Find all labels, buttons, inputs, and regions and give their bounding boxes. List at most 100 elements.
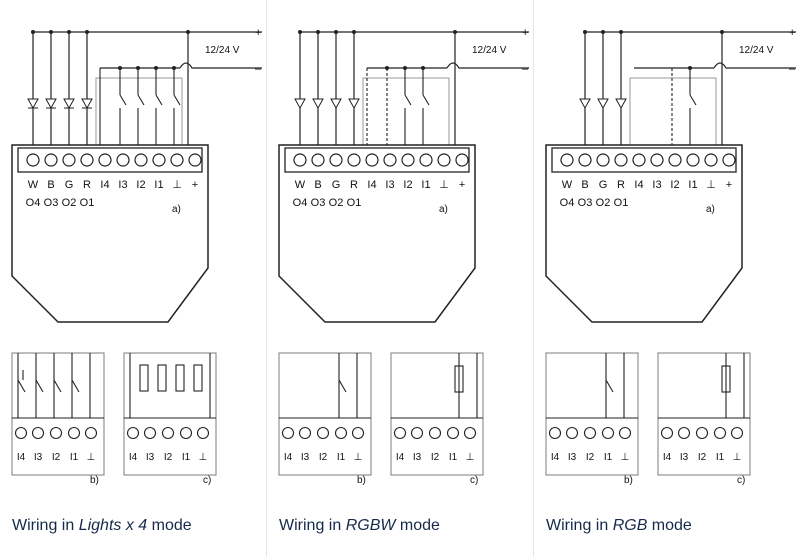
terminal-label-b: B — [47, 179, 54, 191]
small-label-i1: I1 — [449, 452, 458, 463]
minus-rail-label: – — [255, 63, 262, 75]
small-label-i3: I3 — [568, 452, 577, 463]
small-label-i3: I3 — [413, 452, 422, 463]
caption-prefix: Wiring in — [279, 517, 346, 534]
output-label-o3: O3 — [44, 197, 59, 209]
terminal-label-plus: + — [459, 179, 465, 191]
minus-rail-label: – — [522, 63, 529, 75]
small-label-ground: ⊥ — [87, 452, 96, 463]
caption-rgbw: Wiring in RGBW mode — [279, 517, 440, 535]
small-label-i4: I4 — [284, 452, 293, 463]
caption-suffix: mode — [147, 517, 192, 534]
small-label-i3: I3 — [34, 452, 43, 463]
terminal-label-i2: I2 — [670, 179, 679, 191]
output-label-o2: O2 — [596, 197, 611, 209]
module-body — [11, 144, 209, 323]
terminal-label-w: W — [28, 179, 39, 191]
voltage-label: 12/24 V — [472, 45, 507, 56]
caption-prefix: Wiring in — [12, 517, 79, 534]
small-label-i2: I2 — [52, 452, 61, 463]
terminal-label-g: G — [332, 179, 341, 191]
small-label-i3: I3 — [680, 452, 689, 463]
terminal-label-i4: I4 — [100, 179, 109, 191]
small-label-i4: I4 — [17, 452, 26, 463]
small-label-i4: I4 — [129, 452, 138, 463]
small-label-i2: I2 — [164, 452, 173, 463]
small-label-i3: I3 — [301, 452, 310, 463]
terminal-label-i4: I4 — [367, 179, 376, 191]
terminal-label-ground: ⊥ — [706, 179, 716, 191]
terminal-label-ground: ⊥ — [172, 179, 182, 191]
small-label-i4: I4 — [396, 452, 405, 463]
minus-rail-label: – — [789, 63, 796, 75]
output-label-o1: O1 — [347, 197, 362, 209]
small-label-i3: I3 — [146, 452, 155, 463]
small-label-i2: I2 — [586, 452, 595, 463]
label-a: a) — [172, 204, 181, 215]
module-body — [278, 144, 476, 323]
small-label-ground: ⊥ — [466, 452, 475, 463]
small-label-i2: I2 — [698, 452, 707, 463]
small-label-ground: ⊥ — [621, 452, 630, 463]
small-label-i1: I1 — [604, 452, 613, 463]
caption-mode: RGB — [612, 517, 648, 534]
plus-rail-label: + — [522, 27, 528, 39]
terminal-label-i1: I1 — [421, 179, 430, 191]
voltage-label: 12/24 V — [205, 45, 240, 56]
small-label-i1: I1 — [182, 452, 191, 463]
output-label-o3: O3 — [578, 197, 593, 209]
panel-separator — [533, 0, 534, 557]
label-c: c) — [470, 475, 478, 486]
caption-lights-x4: Wiring in Lights x 4 mode — [12, 517, 192, 535]
output-label-o2: O2 — [329, 197, 344, 209]
small-label-i2: I2 — [319, 452, 328, 463]
terminal-label-i3: I3 — [118, 179, 127, 191]
caption-suffix: mode — [647, 517, 692, 534]
module-body — [545, 144, 743, 323]
output-label-o1: O1 — [614, 197, 629, 209]
label-a: a) — [439, 204, 448, 215]
terminal-label-w: W — [562, 179, 573, 191]
terminal-label-b: B — [314, 179, 321, 191]
panel-rgbw: W B G R I4 I3 I2 I1 ⊥ + O4 O3 O2 O1 a) +… — [267, 0, 533, 557]
output-label-o1: O1 — [80, 197, 95, 209]
small-label-ground: ⊥ — [354, 452, 363, 463]
output-label-o4: O4 — [293, 197, 308, 209]
terminal-label-i1: I1 — [154, 179, 163, 191]
output-label-o4: O4 — [560, 197, 575, 209]
wiring-diagram-rgbw: W B G R I4 I3 I2 I1 ⊥ + O4 O3 O2 O1 a) +… — [278, 27, 529, 486]
label-c: c) — [203, 475, 211, 486]
output-label-o2: O2 — [62, 197, 77, 209]
plus-rail-label: + — [789, 27, 795, 39]
terminal-label-plus: + — [726, 179, 732, 191]
label-b: b) — [90, 475, 99, 486]
wiring-diagram-rgb: W B G R I4 I3 I2 I1 ⊥ + O4 O3 O2 O1 a) +… — [545, 27, 796, 486]
caption-mode: Lights x 4 — [78, 517, 148, 534]
small-label-i4: I4 — [551, 452, 560, 463]
terminal-label-r: R — [83, 179, 91, 191]
label-a: a) — [706, 204, 715, 215]
terminal-label-g: G — [65, 179, 74, 191]
small-label-i1: I1 — [716, 452, 725, 463]
terminal-label-r: R — [350, 179, 358, 191]
terminal-label-i1: I1 — [688, 179, 697, 191]
terminal-label-b: B — [581, 179, 588, 191]
small-label-i2: I2 — [431, 452, 440, 463]
panel-separator — [266, 0, 267, 557]
panel-lights-x4: W B G R I4 I3 I2 I1 ⊥ + O4 O3 O2 O1 a) +… — [0, 0, 266, 557]
terminal-label-plus: + — [192, 179, 198, 191]
panel-rgb: W B G R I4 I3 I2 I1 ⊥ + O4 O3 O2 O1 a) +… — [534, 0, 800, 557]
small-label-i4: I4 — [663, 452, 672, 463]
label-c: c) — [737, 475, 745, 486]
label-b: b) — [357, 475, 366, 486]
label-b: b) — [624, 475, 633, 486]
wiring-diagram-lights-x4: W B G R I4 I3 I2 I1 ⊥ + O4 O3 O2 O1 a) +… — [11, 27, 262, 486]
terminal-label-r: R — [617, 179, 625, 191]
caption-mode: RGBW — [345, 517, 396, 534]
terminal-label-g: G — [599, 179, 608, 191]
caption-suffix: mode — [395, 517, 440, 534]
terminal-label-i2: I2 — [403, 179, 412, 191]
caption-rgb: Wiring in RGB mode — [546, 517, 692, 535]
voltage-label: 12/24 V — [739, 45, 774, 56]
small-label-i1: I1 — [337, 452, 346, 463]
